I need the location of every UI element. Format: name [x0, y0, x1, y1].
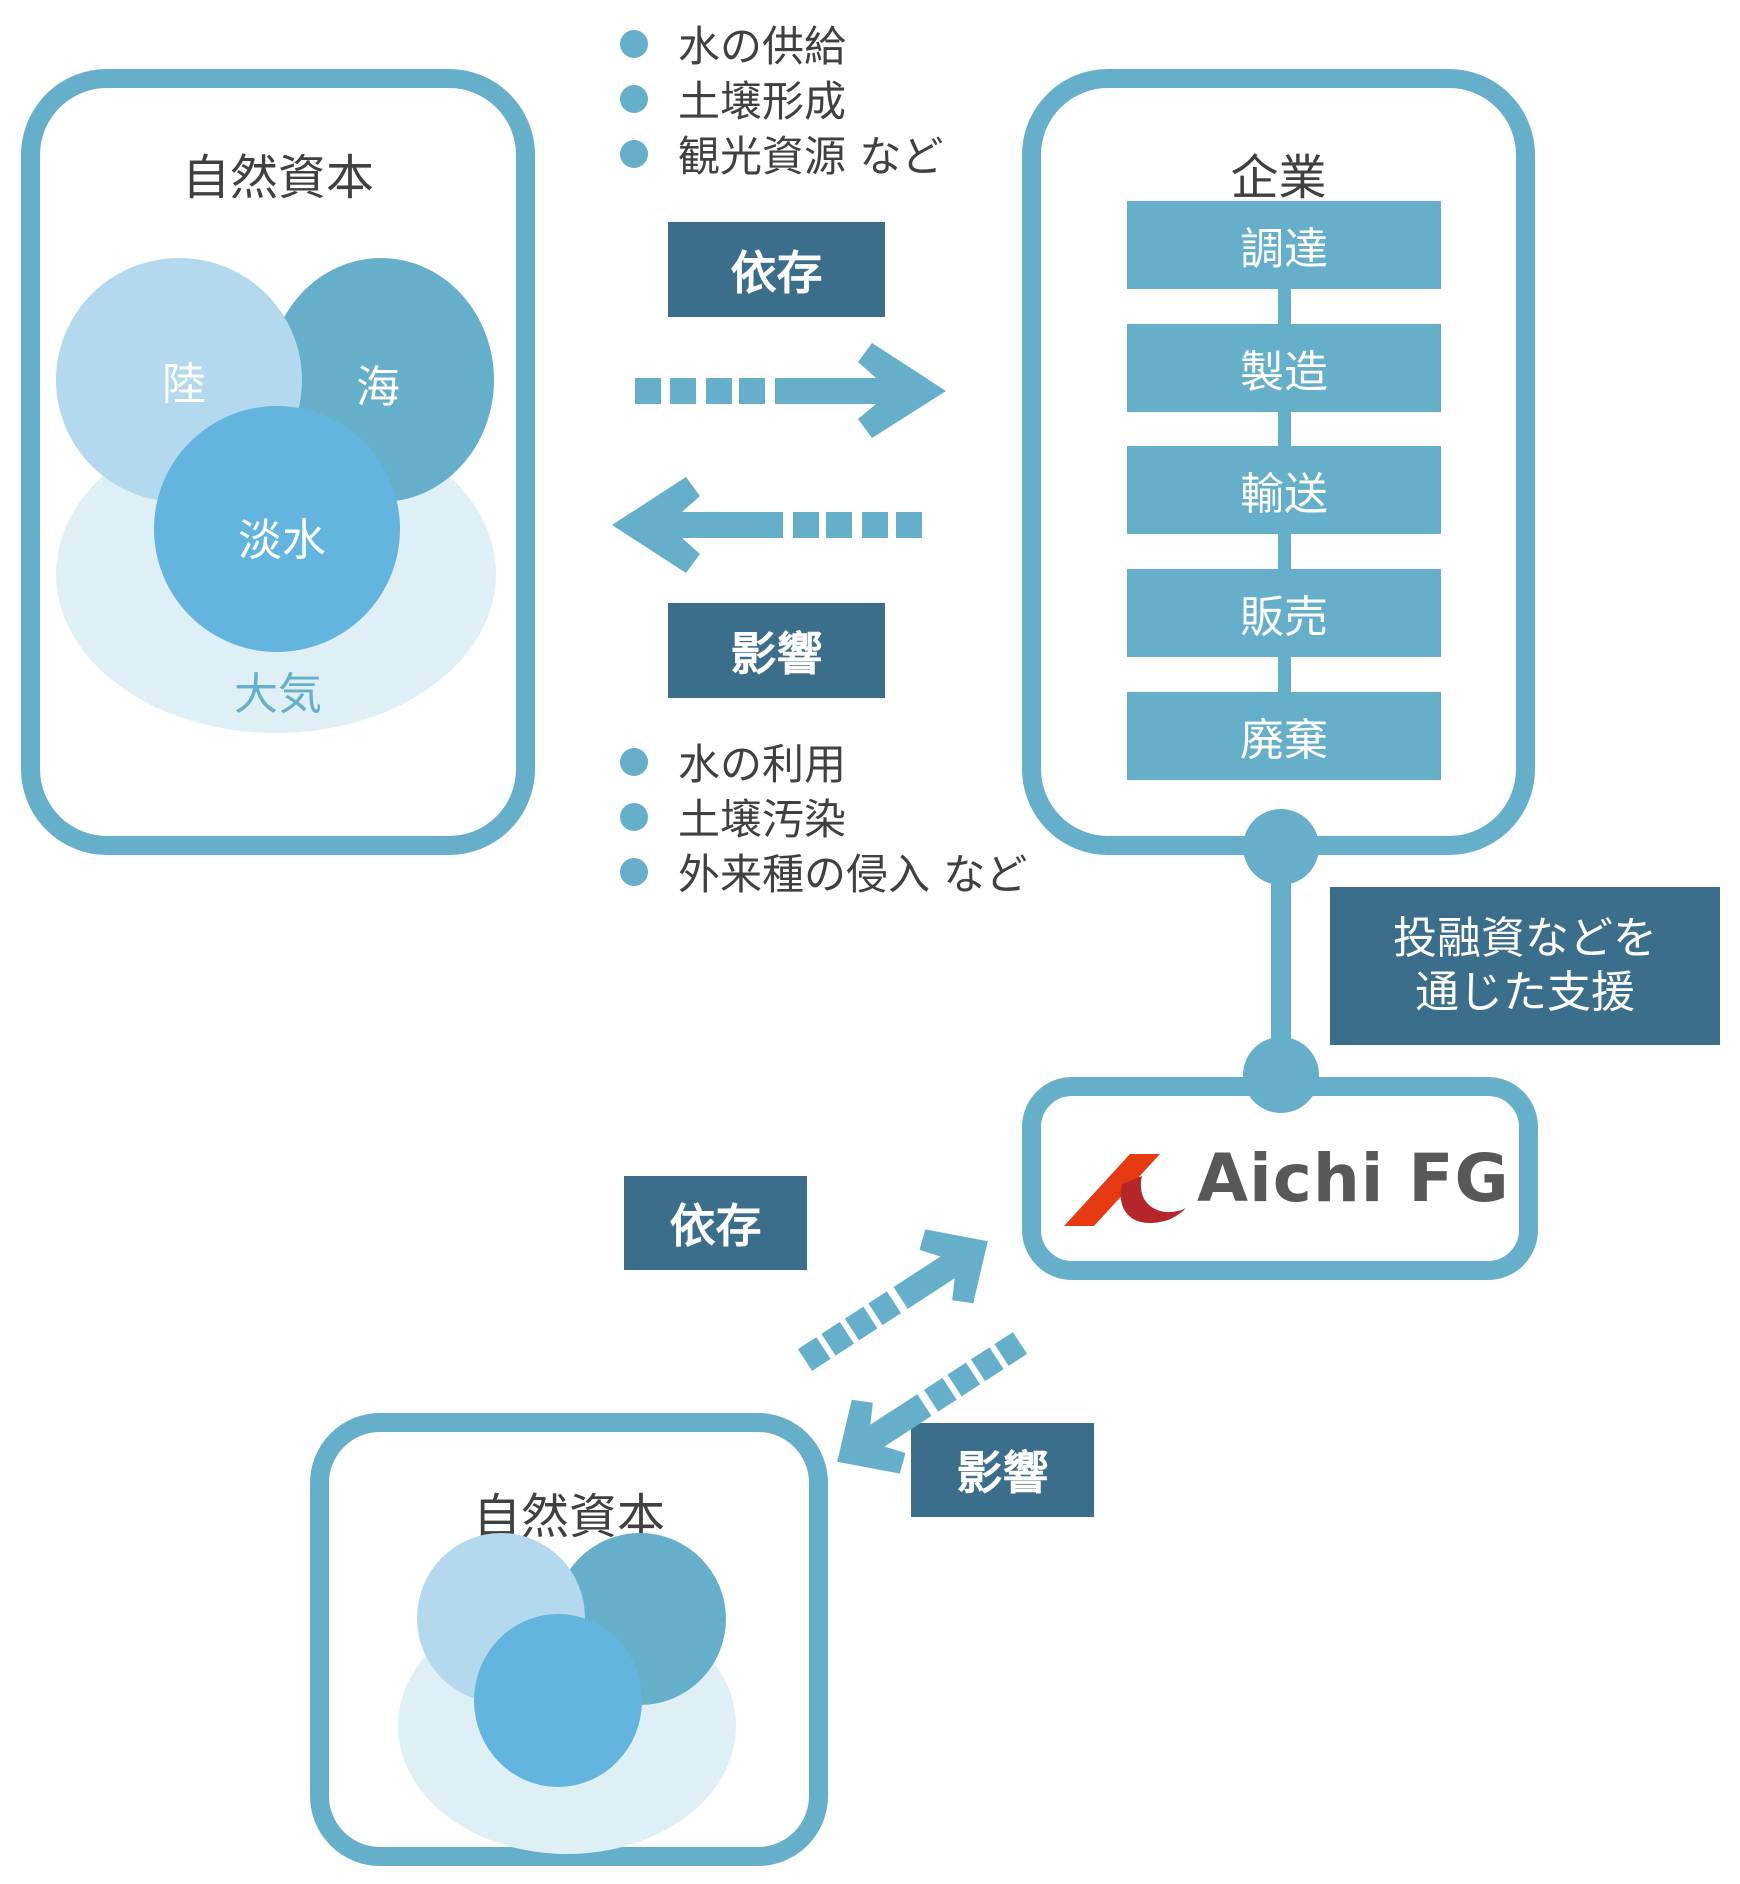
company-title: 企業 — [1230, 150, 1327, 206]
freshwater-circle-small — [474, 1614, 642, 1787]
dependency-tag-bottom: 依存 — [624, 1176, 807, 1270]
impact-tag-top: 影響 — [668, 603, 885, 698]
list-item: 外来種の侵入 など — [620, 844, 1027, 899]
value-chain-step-procurement: 調達 — [1127, 201, 1441, 289]
list-item: 水の供給 — [620, 16, 943, 71]
list-item: 土壌形成 — [620, 71, 943, 126]
bullet-icon — [620, 84, 648, 113]
dependency-arrow-right-icon — [635, 343, 946, 438]
impact-arrow-left-icon — [612, 477, 922, 573]
value-chain-step-manufacturing: 製造 — [1127, 324, 1441, 412]
list-item: 水の利用 — [620, 734, 1027, 789]
bullet-icon — [620, 29, 648, 58]
support-connector-line — [1271, 850, 1291, 1075]
atmosphere-label: 大気 — [234, 669, 322, 720]
list-item: 土壌汚染 — [620, 789, 1027, 844]
value-chain-step-transport: 輸送 — [1127, 446, 1441, 534]
aichi-fg-logo-mark-icon — [1064, 1154, 1186, 1226]
bullet-icon — [620, 139, 648, 168]
natural-capital-title: 自然資本 — [181, 150, 374, 206]
impact-examples-list: 水の利用 土壌汚染 外来種の侵入 など — [620, 734, 1027, 899]
freshwater-label: 淡水 — [238, 515, 326, 566]
value-chain-step-disposal: 廃棄 — [1127, 692, 1441, 780]
list-item: 観光資源 など — [620, 126, 943, 181]
support-label: 投融資などを 通じた支援 — [1330, 887, 1720, 1045]
connector-node-bottom — [1243, 1037, 1319, 1113]
aichi-fg-logo-text: Aichi FG — [1197, 1140, 1510, 1217]
dependency-examples-list: 水の供給 土壌形成 観光資源 など — [620, 16, 943, 181]
dependency-tag-top: 依存 — [668, 222, 885, 317]
value-chain-step-sales: 販売 — [1127, 569, 1441, 657]
connector-node-top — [1243, 809, 1319, 885]
bullet-icon — [620, 857, 648, 886]
dependency-arrow-diagonal-icon — [797, 1229, 988, 1371]
bullet-icon — [620, 802, 648, 831]
sea-label: 海 — [356, 362, 400, 413]
impact-arrow-diagonal-icon — [837, 1332, 1028, 1474]
freshwater-circle — [154, 406, 400, 652]
impact-tag-bottom: 影響 — [911, 1423, 1094, 1517]
bullet-icon — [620, 747, 648, 776]
land-label: 陸 — [162, 359, 206, 410]
